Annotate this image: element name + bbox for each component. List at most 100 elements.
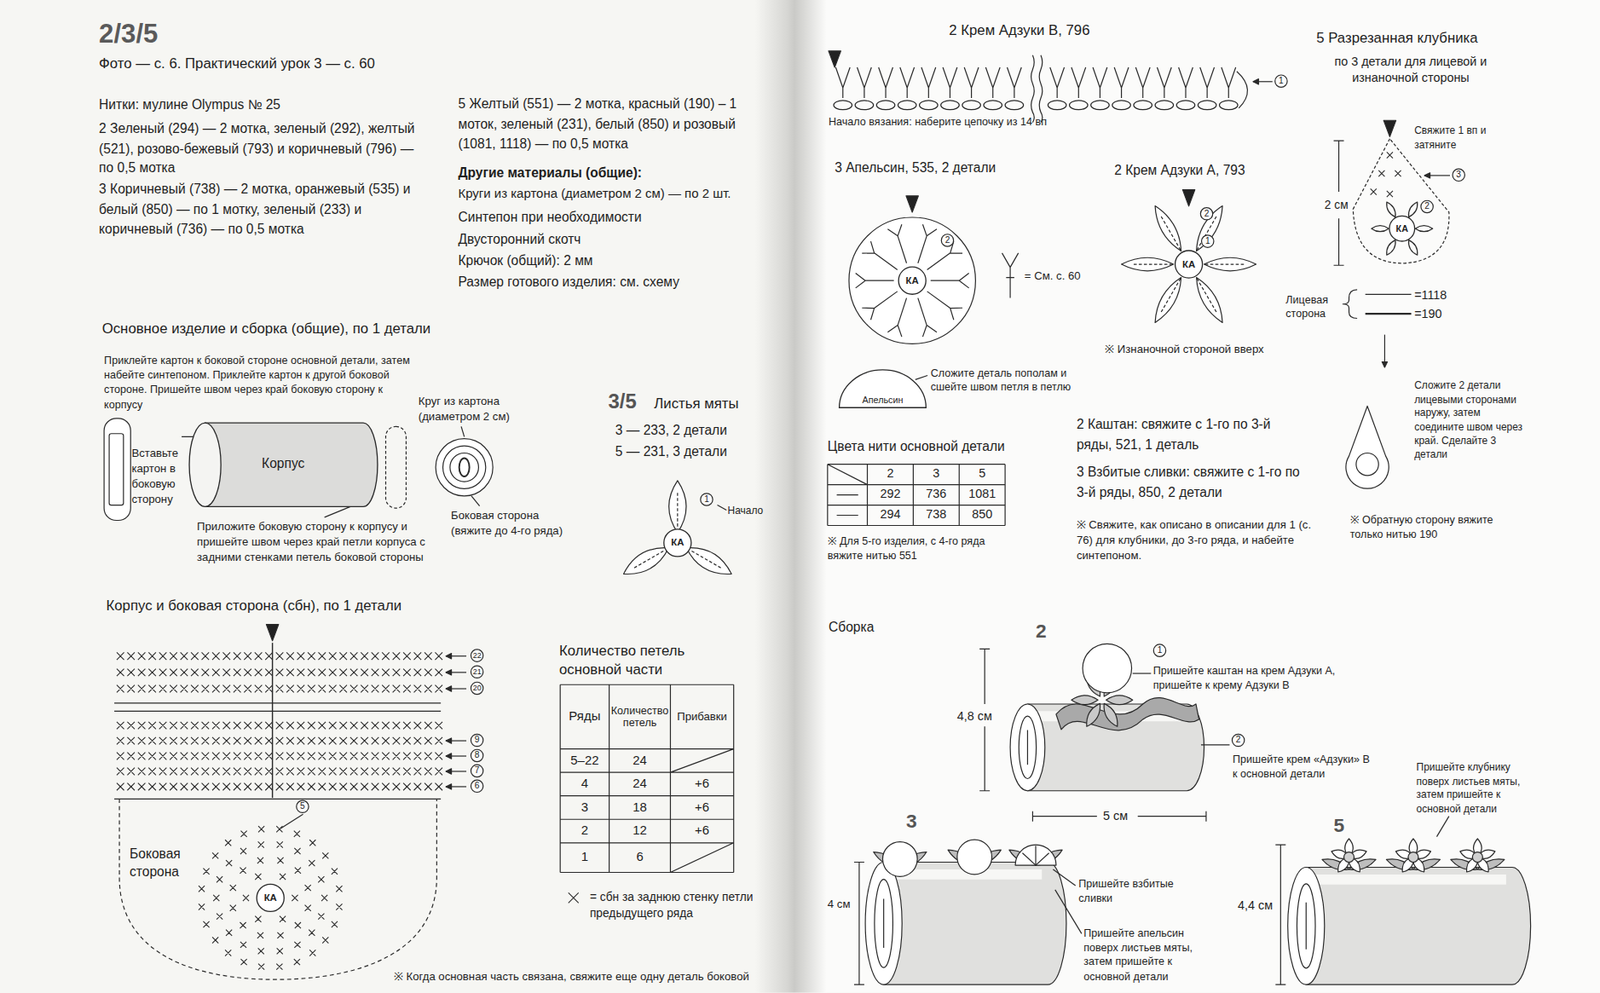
instruction-note: Приложите боковую сторону к корпусу и пр… bbox=[196, 519, 442, 565]
node-outline bbox=[205, 422, 378, 507]
arrow bbox=[445, 738, 451, 744]
materials-heading: Нитки: мулине Olympus № 25 bbox=[98, 96, 281, 115]
magic-ring: КА bbox=[255, 883, 285, 913]
cardboard-circle bbox=[459, 457, 470, 477]
cardboard-insert bbox=[109, 433, 124, 506]
node-text: Апельсин bbox=[862, 394, 904, 405]
node-text: КА bbox=[264, 892, 278, 904]
table-cell: 6 bbox=[609, 843, 671, 873]
instruction-note: Сложите деталь пополам и сшейте швом пет… bbox=[930, 365, 1075, 395]
table-cell: Прибавки bbox=[670, 684, 734, 749]
adzuki-a bbox=[1103, 703, 1118, 727]
node-outline bbox=[1175, 250, 1203, 278]
body-cylinder: Корпус bbox=[188, 422, 377, 508]
color-key: =190 bbox=[1414, 306, 1442, 323]
part-label: Лицевая сторона bbox=[1285, 291, 1339, 321]
strawberry-piece bbox=[1344, 852, 1355, 863]
materials-note: 3 Коричневый (738) — 2 мотка, оранжевый … bbox=[98, 179, 431, 240]
dc-stitch-symbol bbox=[855, 224, 970, 337]
leader-line bbox=[717, 505, 728, 511]
start-line bbox=[271, 642, 273, 798]
chestnut bbox=[1082, 643, 1132, 693]
start-marker bbox=[1383, 120, 1396, 137]
section-number: 3/5 bbox=[607, 387, 636, 416]
stitch-petal bbox=[1408, 240, 1417, 256]
leaf-shape bbox=[1155, 206, 1182, 252]
leader-line bbox=[1055, 889, 1082, 934]
page-reference: Фото — с. 6. Практический урок 3 — с. 60 bbox=[98, 53, 376, 74]
node-text: КА bbox=[670, 537, 684, 549]
node-text-holder: КА bbox=[1174, 249, 1204, 279]
footnote: ※ Изнаночной стороной вверх bbox=[1104, 341, 1264, 358]
magic-ring: КА bbox=[1174, 249, 1204, 279]
table-cell: 24 bbox=[609, 749, 671, 774]
table-cell: +6 bbox=[670, 796, 734, 821]
materials-note: 3 Взбитые сливки: свяжите с 1-го по 3-й … bbox=[1076, 462, 1310, 503]
node-text-holder: КА bbox=[663, 528, 693, 558]
stitch-petal bbox=[1415, 225, 1433, 232]
table-cell: Ряды bbox=[560, 684, 609, 749]
dimension: 2 см bbox=[1324, 197, 1349, 214]
arrow bbox=[1424, 173, 1430, 179]
callout-number: 3 bbox=[1451, 168, 1466, 183]
table-cell: 18 bbox=[609, 796, 671, 821]
section-heading: Листья мяты bbox=[653, 393, 739, 414]
footnote: ※ Свяжите, как описано в описании для 1 … bbox=[1076, 517, 1317, 563]
cake-roll-end bbox=[1018, 716, 1036, 779]
stitch-spoke bbox=[1205, 263, 1244, 265]
footnote: ※ Обратную сторону вяжите только нитью 1… bbox=[1350, 512, 1504, 542]
materials-note: Крючок (общий): 2 мм bbox=[457, 252, 593, 271]
node-text-holder: Корпус bbox=[188, 422, 377, 508]
arrow bbox=[1381, 361, 1387, 367]
start-label: Начало bbox=[727, 503, 764, 518]
callout-number: 6 bbox=[470, 779, 485, 794]
table-grid bbox=[827, 464, 1006, 526]
bracket bbox=[1342, 289, 1358, 319]
section-heading: 5 Разрезанная клубника bbox=[1316, 28, 1478, 49]
leaf-shape bbox=[623, 548, 670, 575]
magic-ring: КА bbox=[1388, 215, 1416, 243]
leaf-shape bbox=[1121, 257, 1174, 272]
arrow bbox=[445, 753, 451, 759]
cake-roll-end bbox=[874, 879, 894, 968]
cake-roll-end bbox=[1027, 730, 1029, 766]
chart-break bbox=[114, 703, 441, 800]
node-text: КА bbox=[1396, 223, 1409, 234]
instruction-note: Вставьте картон в боковую сторону bbox=[131, 445, 185, 507]
leader-line bbox=[471, 496, 480, 507]
materials-note: 3 — 233, 2 детали bbox=[615, 421, 728, 439]
node-text: КА bbox=[906, 275, 919, 287]
chain-turn bbox=[1236, 71, 1248, 109]
whipped-cream bbox=[957, 839, 993, 875]
leaf-vein bbox=[676, 491, 678, 527]
callout-number: 2 bbox=[1200, 207, 1214, 221]
strawberry-outline bbox=[1352, 138, 1450, 264]
materials-note: 2 Каштан: свяжите с 1-го по 3-й ряды, 52… bbox=[1076, 414, 1296, 455]
callout-number: 22 bbox=[470, 648, 485, 663]
leader-line bbox=[1201, 744, 1231, 746]
table-title: Количество петель основной части bbox=[559, 641, 748, 680]
callout-number: 1 bbox=[699, 492, 714, 507]
assembly-note: Пришейте каштан на крем Адзуки А, пришей… bbox=[1153, 663, 1358, 693]
leaf-shape bbox=[1204, 257, 1257, 272]
section-heading: Корпус и боковая сторона (сбн), по 1 дет… bbox=[105, 595, 402, 616]
table-cell: 3 bbox=[560, 796, 609, 821]
sc-stitch-symbol bbox=[198, 825, 343, 971]
leaf-shape bbox=[1196, 277, 1224, 324]
callout-number: 9 bbox=[470, 733, 485, 748]
cake-roll bbox=[883, 862, 1067, 986]
callout-number: 1 bbox=[1201, 234, 1215, 249]
strawberry-piece bbox=[1408, 852, 1419, 863]
assembly-note: Пришейте клубнику поверх листьев мяты, з… bbox=[1416, 760, 1545, 816]
section-number: 3 bbox=[906, 808, 918, 835]
orange-piece: Апельсин bbox=[838, 369, 927, 408]
magic-ring: КА bbox=[897, 265, 927, 295]
page-gutter bbox=[755, 0, 827, 993]
leader-line bbox=[280, 814, 303, 829]
section-heading: 3 Апельсин, 535, 2 детали bbox=[834, 159, 996, 178]
instruction-note: Сложите 2 детали лицевыми сторонами нару… bbox=[1414, 378, 1529, 462]
stitch-petal bbox=[1408, 202, 1417, 218]
chain-stitch-symbol bbox=[833, 100, 1238, 110]
materials-note: Синтепон при необходимости bbox=[457, 207, 642, 226]
stitch-spoke bbox=[1196, 278, 1217, 312]
